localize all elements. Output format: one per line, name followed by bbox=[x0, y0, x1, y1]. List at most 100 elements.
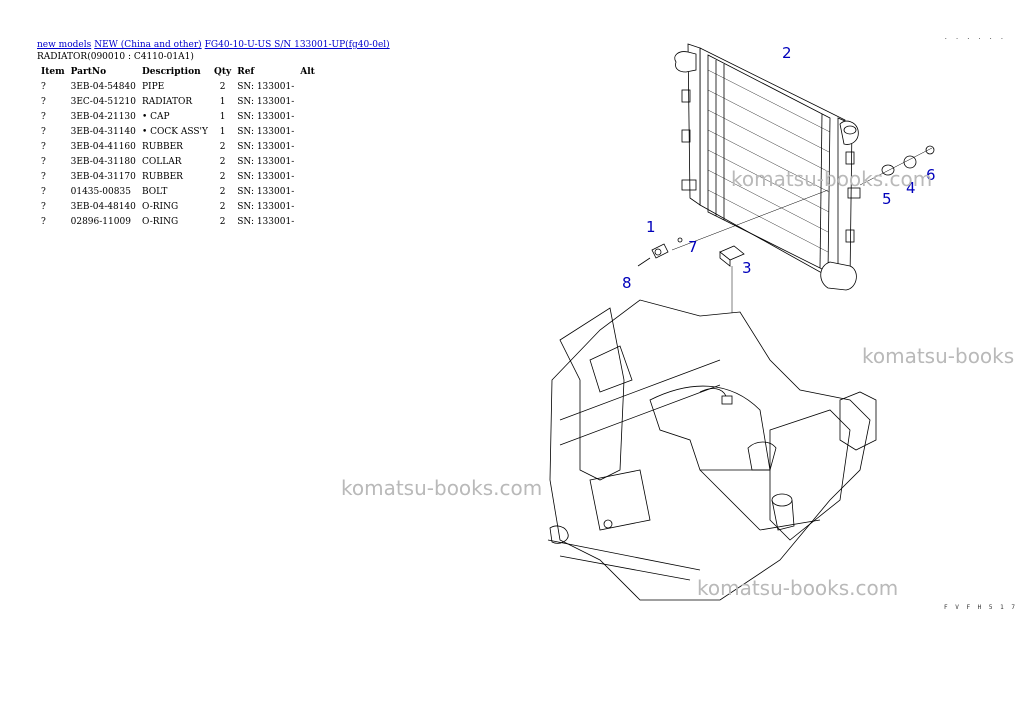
cell-alt bbox=[297, 200, 318, 215]
cell-ref: SN: 133001- bbox=[237, 187, 295, 197]
cell-description: BOLT bbox=[141, 187, 168, 197]
table-row: ? 3EC-04-51210 RADIATOR 1 SN: 133001- bbox=[37, 95, 318, 110]
breadcrumb-link-region[interactable]: NEW (China and other) bbox=[94, 40, 202, 50]
cell-item: ? bbox=[41, 97, 46, 107]
table-row: ? 3EB-04-41160 RUBBER 2 SN: 133001- bbox=[37, 140, 318, 155]
cell-qty: 1 bbox=[219, 127, 226, 137]
cell-alt bbox=[297, 170, 318, 185]
table-row: ? 3EB-04-54840 PIPE 2 SN: 133001- bbox=[37, 80, 318, 95]
table-row: ? 3EB-04-31170 RUBBER 2 SN: 133001- bbox=[37, 170, 318, 185]
cell-alt bbox=[297, 215, 318, 230]
cell-qty: 2 bbox=[219, 187, 226, 197]
cell-alt bbox=[297, 185, 318, 200]
cell-description: • COCK ASS'Y bbox=[141, 127, 208, 137]
cell-ref: SN: 133001- bbox=[237, 142, 295, 152]
breadcrumb-link-new-models[interactable]: new models bbox=[37, 40, 92, 50]
cell-qty: 2 bbox=[219, 172, 226, 182]
cell-item: ? bbox=[41, 127, 46, 137]
radiator-drawing bbox=[671, 43, 861, 291]
cell-description: COLLAR bbox=[141, 157, 182, 167]
cell-description: O-RING bbox=[141, 202, 179, 212]
table-row: ? 3EB-04-31180 COLLAR 2 SN: 133001- bbox=[37, 155, 318, 170]
col-header-item: Item bbox=[41, 67, 65, 77]
cell-qty: 1 bbox=[219, 112, 226, 122]
cell-qty: 2 bbox=[219, 142, 226, 152]
cell-partno: 3EB-04-31170 bbox=[70, 172, 136, 182]
callout-2: 2 bbox=[782, 44, 792, 62]
col-header-qty: Qty bbox=[213, 67, 232, 77]
cell-partno: 3EB-04-31180 bbox=[70, 157, 136, 167]
cell-item: ? bbox=[41, 82, 46, 92]
cell-description: • CAP bbox=[141, 112, 170, 122]
diagram-code-top: . . . . . . bbox=[944, 34, 1006, 41]
cell-item: ? bbox=[41, 112, 46, 122]
watermark: komatsu-books.com bbox=[697, 576, 899, 600]
cell-ref: SN: 133001- bbox=[237, 202, 295, 212]
col-header-partno: PartNo bbox=[70, 67, 107, 77]
cell-ref: SN: 133001- bbox=[237, 127, 295, 137]
cell-alt bbox=[297, 80, 318, 95]
cell-alt bbox=[297, 110, 318, 125]
diagram-code-bottom: F V F H 5 1 7 bbox=[944, 604, 1017, 611]
cell-ref: SN: 133001- bbox=[237, 97, 295, 107]
col-header-description: Description bbox=[141, 67, 201, 77]
cell-partno: 3EB-04-31140 bbox=[70, 127, 136, 137]
cell-qty: 2 bbox=[219, 202, 226, 212]
cell-alt bbox=[297, 155, 318, 170]
cell-ref: SN: 133001- bbox=[237, 157, 295, 167]
callout-3: 3 bbox=[742, 259, 752, 277]
cell-item: ? bbox=[41, 142, 46, 152]
cell-alt bbox=[297, 125, 318, 140]
watermark: komatsu-books.com bbox=[731, 167, 933, 191]
cell-partno: 3EB-04-41160 bbox=[70, 142, 136, 152]
cell-item: ? bbox=[41, 202, 46, 212]
table-row: ? 02896-11009 O-RING 2 SN: 133001- bbox=[37, 215, 318, 230]
callout-6: 6 bbox=[926, 166, 936, 184]
breadcrumb-link-model[interactable]: FG40-10-U-US S/N 133001-UP(fg40-0el) bbox=[204, 40, 390, 50]
frame-drawing bbox=[547, 299, 877, 601]
callout-1: 1 bbox=[646, 218, 656, 236]
table-row: ? 01435-00835 BOLT 2 SN: 133001- bbox=[37, 185, 318, 200]
watermark: komatsu-books.com bbox=[341, 476, 543, 500]
cell-qty: 2 bbox=[219, 157, 226, 167]
cell-description: RUBBER bbox=[141, 142, 183, 152]
cell-description: RADIATOR bbox=[141, 97, 193, 107]
cell-partno: 3EB-04-48140 bbox=[70, 202, 136, 212]
table-row: ? 3EB-04-21130 • CAP 1 SN: 133001- bbox=[37, 110, 318, 125]
cell-qty: 2 bbox=[219, 217, 226, 227]
callout-7: 7 bbox=[688, 238, 698, 256]
cell-item: ? bbox=[41, 172, 46, 182]
col-header-alt: Alt bbox=[300, 67, 315, 77]
cell-partno: 3EC-04-51210 bbox=[70, 97, 136, 107]
cell-item: ? bbox=[41, 217, 46, 227]
cell-qty: 2 bbox=[219, 82, 226, 92]
cell-ref: SN: 133001- bbox=[237, 217, 295, 227]
cell-item: ? bbox=[41, 157, 46, 167]
table-row: ? 3EB-04-31140 • COCK ASS'Y 1 SN: 133001… bbox=[37, 125, 318, 140]
table-row: ? 3EB-04-48140 O-RING 2 SN: 133001- bbox=[37, 200, 318, 215]
cell-partno: 01435-00835 bbox=[70, 187, 131, 197]
cell-item: ? bbox=[41, 187, 46, 197]
exploded-parts-diagram: 1 2 3 4 5 6 7 8 bbox=[547, 43, 936, 601]
cell-partno: 02896-11009 bbox=[70, 217, 131, 227]
cell-qty: 1 bbox=[219, 97, 226, 107]
section-title: RADIATOR(090010 : C4110-01A1) bbox=[37, 52, 194, 62]
callout-5: 5 bbox=[882, 190, 892, 208]
cell-ref: SN: 133001- bbox=[237, 82, 295, 92]
small-parts bbox=[637, 145, 935, 400]
cell-description: PIPE bbox=[141, 82, 165, 92]
table-header-row: Item PartNo Description Qty Ref Alt bbox=[37, 67, 318, 80]
cell-partno: 3EB-04-21130 bbox=[70, 112, 136, 122]
cell-description: O-RING bbox=[141, 217, 179, 227]
cell-alt bbox=[297, 140, 318, 155]
col-header-ref: Ref bbox=[237, 67, 255, 77]
parts-table: Item PartNo Description Qty Ref Alt ? 3E… bbox=[37, 67, 318, 230]
cell-ref: SN: 133001- bbox=[237, 172, 295, 182]
watermark-partial: komatsu-books bbox=[862, 344, 1015, 368]
callout-8: 8 bbox=[622, 274, 632, 292]
cell-ref: SN: 133001- bbox=[237, 112, 295, 122]
cell-description: RUBBER bbox=[141, 172, 183, 182]
cell-partno: 3EB-04-54840 bbox=[70, 82, 136, 92]
